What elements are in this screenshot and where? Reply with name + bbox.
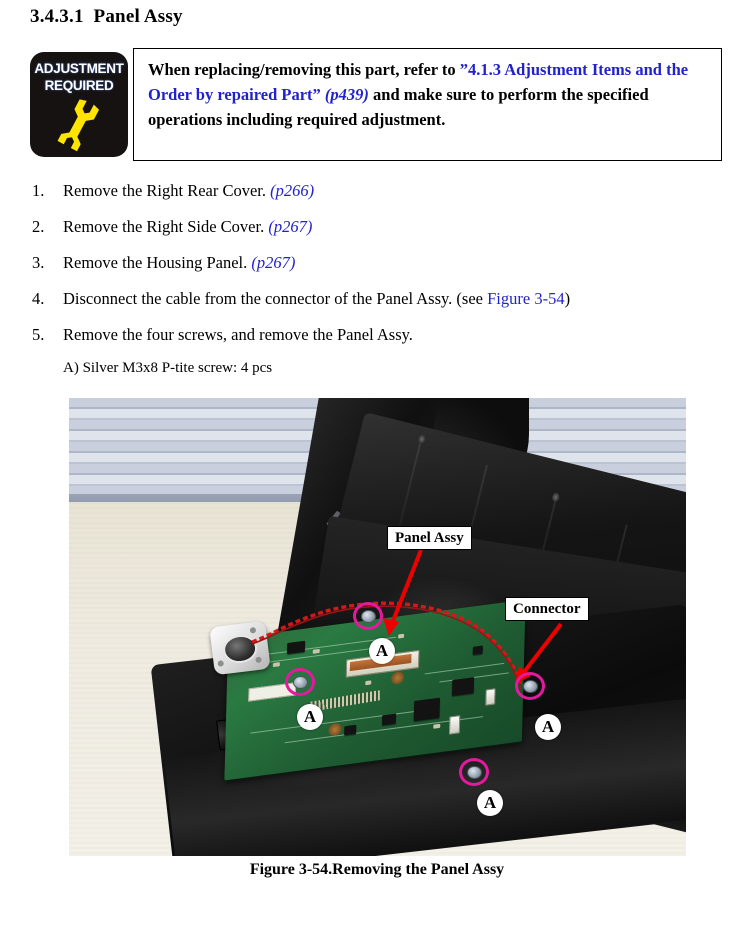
screw-circle-1 [353,602,383,630]
warning-link-page[interactable]: (p439) [320,85,369,104]
screw-spec-label: A) Silver M3x8 P-tite screw: 4 pcs [63,360,273,376]
step-sub-item: A) Silver M3x8 P-tite screw: 4 pcs [30,360,730,390]
screw-marker-a: A [297,704,323,730]
screw-marker-a: A [369,638,395,664]
step-item: 2. Remove the Right Side Cover. (p267) [30,216,730,252]
step-page-ref[interactable]: (p267) [251,253,296,272]
step-text: Disconnect the cable from the connector … [63,288,570,310]
step-item: 5. Remove the four screws, and remove th… [30,324,730,360]
callout-panel-assy: Panel Assy [387,526,472,550]
warning-text-part1: When replacing/removing this part, refer… [148,60,460,79]
pcb-chip [413,697,441,722]
step-text-body: Remove the Housing Panel. [63,253,252,272]
figure-caption: Figure 3-54.Removing the Panel Assy [249,861,505,878]
screw-circle-4 [459,758,489,786]
page-title: 3.4.3.1 Panel Assy [30,6,183,27]
pcb-component [312,648,320,654]
figure-photo-removing-panel-assy: A A A A Panel Assy Connector [69,398,686,856]
pcb-component [272,662,280,668]
pcb-white-connector [448,715,461,735]
step-text-tail: ) [564,289,571,308]
pcb-chip [451,676,475,697]
callout-connector: Connector [505,597,589,621]
pcb-component [433,723,441,729]
pcb-chip [381,713,397,726]
badge-label-line1: ADJUSTMENT [34,61,124,76]
pcb-white-connector [485,688,496,706]
step-number: 2. [32,217,45,236]
adjustment-required-badge: ADJUSTMENT REQUIRED [30,52,128,157]
screw-circle-2 [285,668,315,696]
step-item: 4. Disconnect the cable from the connect… [30,288,730,324]
procedure-steps-list: 1. Remove the Right Rear Cover. (p266) 2… [30,180,730,390]
housing-screw [551,492,561,503]
screw-marker-a: A [535,714,561,740]
pcb-component [365,680,372,686]
pcb-chip [472,645,483,655]
pcb-chip [287,640,306,655]
adjustment-warning-text: When replacing/removing this part, refer… [148,57,711,132]
pcb-trace [424,662,505,675]
blower-fan [209,620,271,676]
step-number: 5. [32,325,45,344]
pcb-component [398,633,405,639]
fan-mount-hole [249,626,257,634]
step-text-body: Remove the Right Rear Cover. [63,181,271,200]
step-text-body: Remove the Right Side Cover. [63,217,269,236]
pcb-chip [344,724,357,736]
wrench-icon [57,99,100,152]
step-item: 1. Remove the Right Rear Cover. (p266) [30,180,730,216]
housing-screw [417,433,427,445]
step-text: Remove the Housing Panel. (p267) [63,252,295,274]
adjustment-warning-block: ADJUSTMENT REQUIRED When replacing/remov… [30,48,724,167]
step-number: 3. [32,253,45,272]
step-figure-ref[interactable]: Figure 3-54 [487,289,565,308]
pcb-mount-pad [390,671,405,685]
pcb-pin-header [310,690,380,712]
warning-link-part1[interactable]: ”4.1.3 Adjustment [459,60,588,79]
step-page-ref[interactable]: (p267) [268,217,313,236]
step-text: Remove the four screws, and remove the P… [63,325,413,344]
step-number: 4. [32,289,45,308]
step-text: Remove the Right Side Cover. (p267) [63,216,312,238]
step-item: 3. Remove the Housing Panel. (p267) [30,252,730,288]
warning-text-part2: and make sure to [368,85,495,104]
warning-text-part3: perform the specified operations includi… [148,85,649,129]
warning-link-part2[interactable]: Items and the Order by repaired Part” [148,60,689,104]
adjustment-warning-box: When replacing/removing this part, refer… [133,48,722,161]
fan-mount-hole [255,656,262,664]
step-text: Remove the Right Rear Cover. (p266) [63,180,314,202]
step-text-body: Disconnect the cable from the connector … [63,289,488,308]
screw-marker-a: A [477,790,503,816]
step-number: 1. [32,181,45,200]
step-page-ref[interactable]: (p266) [270,181,315,200]
screw-circle-3 [515,672,545,700]
fan-mount-hole [217,660,225,667]
badge-label-line2: REQUIRED [44,78,114,93]
blower-fan-hub [221,633,259,665]
